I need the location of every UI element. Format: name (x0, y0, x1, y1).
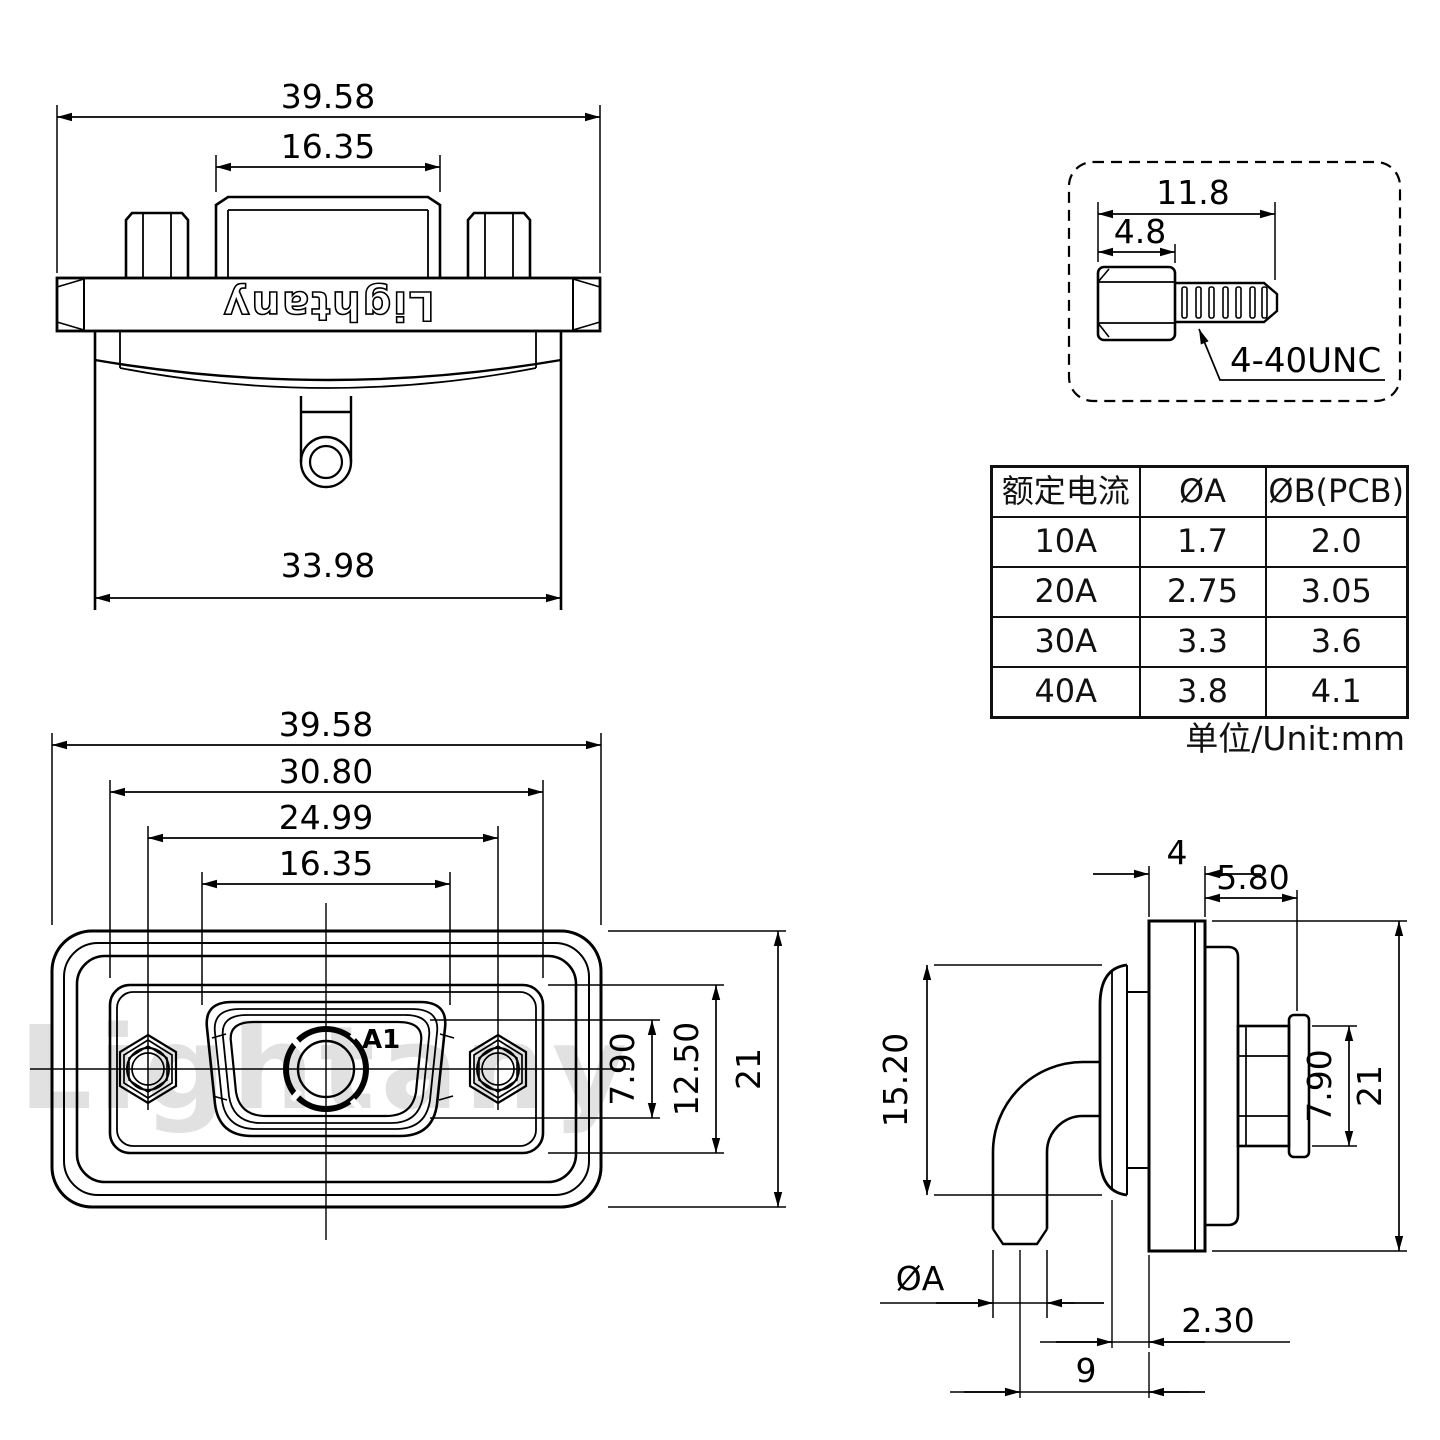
cell-dia-a-20a: 2.75 (1138, 566, 1267, 618)
front-shell-2 (63, 942, 590, 1196)
dsub-opening (205, 1000, 455, 1138)
power-contact: A1 (283, 1025, 400, 1112)
dim-side-rear-len: 5.80 (1205, 858, 1298, 1011)
dim-front-shell-h: 21 (608, 930, 786, 1208)
dim-text-side-hood: 15.20 (876, 1033, 915, 1127)
top-standoff-left (124, 211, 190, 278)
front-shell-3 (75, 954, 578, 1184)
lug-hole (308, 444, 344, 480)
front-shell-outer (50, 929, 603, 1209)
cell-current-30a: 30A (990, 616, 1141, 668)
dim-text-front-shell-h: 21 (729, 1048, 768, 1090)
table-row: 30A 3.3 3.6 (990, 616, 1409, 668)
side-bent-pin (991, 1060, 1100, 1398)
cell-current-20a: 20A (990, 566, 1141, 618)
table-header-row: 额定电流 ØA ØB(PCB) (990, 465, 1409, 518)
table-row: 40A 3.8 4.1 (990, 666, 1409, 719)
dim-screw-head: 4.8 (1098, 212, 1176, 263)
dim-front-opening-w: 16.35 (201, 844, 451, 1005)
contact-bore (296, 1039, 356, 1099)
dim-side-flange-t: 4 (1093, 833, 1261, 917)
dim-side-pin-dia: ØA (880, 1259, 1104, 1308)
dim-text-side-pin-offset: 9 (1076, 1351, 1097, 1390)
dim-text-front-opening-w: 16.35 (279, 844, 373, 883)
top-body (93, 331, 563, 610)
unit-note: 单位/Unit:mm (1185, 719, 1405, 758)
screw-shaft (1175, 281, 1279, 324)
dim-text-side-rear-len: 5.80 (1216, 858, 1289, 897)
thread-callout: 4-40UNC (1198, 328, 1385, 381)
dim-side-pin-offset: 9 (950, 1351, 1205, 1398)
top-flange: Lightany (55, 276, 602, 333)
dim-front-panel-w: 30.80 (109, 752, 544, 978)
cell-current-10a: 10A (990, 516, 1141, 568)
side-jackscrew (1236, 1013, 1311, 1159)
dim-text-front-opening-h: 7.90 (603, 1032, 642, 1105)
cell-dia-b-20a: 3.05 (1264, 566, 1409, 618)
dim-screw-total: 11.8 (1097, 173, 1276, 280)
cell-current-40a: 40A (990, 666, 1141, 719)
col-header-dia-b: ØB(PCB) (1264, 465, 1409, 518)
top-solder-lug (299, 396, 353, 489)
spec-table: 额定电流 ØA ØB(PCB) 10A 1.7 2.0 20A 2.75 3.0… (990, 465, 1409, 719)
dim-text-top-mating: 16.35 (281, 127, 375, 166)
detail-border (1067, 160, 1402, 403)
cell-dia-b-40a: 4.1 (1264, 666, 1409, 719)
front-insert-panel-inner (116, 991, 537, 1147)
dim-text-top-overall: 39.58 (281, 77, 375, 116)
contact-label: A1 (362, 1025, 400, 1055)
dim-side-screw-h: 7.90 (1300, 1025, 1357, 1147)
dim-text-side-flange-t: 4 (1167, 833, 1188, 872)
dim-text-side-gap: 2.30 (1181, 1301, 1254, 1340)
dim-front-shell-w: 39.58 (51, 705, 602, 925)
dim-front-opening-h: 7.90 (430, 1019, 660, 1119)
side-flange (1147, 919, 1207, 1253)
table-row: 20A 2.75 3.05 (990, 566, 1409, 618)
side-view: 4 5.80 15.20 (876, 833, 1407, 1398)
col-header-rated-current: 额定电流 (990, 465, 1141, 518)
dim-text-front-panel-h: 12.50 (667, 1022, 706, 1116)
top-standoff-right (466, 211, 532, 278)
dim-top-mating: 16.35 (215, 127, 441, 192)
front-insert-panel (108, 983, 545, 1155)
col-header-dia-a: ØA (1138, 465, 1267, 518)
dim-text-side-pin-dia: ØA (896, 1259, 945, 1298)
side-washer (1287, 1013, 1311, 1159)
dim-text-screw-total: 11.8 (1156, 173, 1229, 212)
hex-nut-right (468, 1033, 528, 1105)
side-hood (1098, 963, 1149, 1197)
dim-text-front-panel-w: 30.80 (279, 752, 373, 791)
brand-logo-mirrored: Lightany (222, 282, 435, 328)
thread-label: 4-40UNC (1230, 341, 1381, 381)
dim-text-top-body: 33.98 (281, 546, 375, 585)
side-insulator (1205, 945, 1240, 1227)
top-view: 39.58 16.35 (55, 77, 602, 610)
dim-text-side-screw-h: 7.90 (1300, 1049, 1339, 1122)
dim-front-panel-h: 12.50 (548, 984, 724, 1154)
contact-ring (283, 1026, 369, 1112)
cell-dia-b-10a: 2.0 (1264, 516, 1409, 568)
dim-side-gap: 2.30 (1040, 1200, 1290, 1348)
hex-nut-left (118, 1033, 178, 1105)
dim-text-side-shell-h: 21 (1350, 1065, 1389, 1107)
top-mating-shroud (214, 195, 442, 278)
dim-text-front-shell-w: 39.58 (279, 705, 373, 744)
table-row: 10A 1.7 2.0 (990, 516, 1409, 568)
dim-side-hood: 15.20 (876, 964, 1102, 1196)
dim-text-front-screw-span: 24.99 (279, 798, 373, 837)
dim-top-overall: 39.58 (56, 77, 601, 273)
jackscrew-drawing (1096, 265, 1279, 342)
front-view: Lightany 39.58 30.80 24.99 16.35 (19, 705, 786, 1240)
dim-side-shell-h: 21 (1212, 920, 1407, 1252)
cell-dia-a-10a: 1.7 (1138, 516, 1267, 568)
dim-top-body: 33.98 (95, 546, 561, 603)
dim-front-screw-span: 24.99 (147, 798, 499, 1110)
screw-detail: 11.8 4.8 4 (1067, 160, 1402, 403)
lug-outer-circle (299, 435, 353, 489)
cell-dia-b-30a: 3.6 (1264, 616, 1409, 668)
cell-dia-a-30a: 3.3 (1138, 616, 1267, 668)
dim-text-screw-head: 4.8 (1114, 212, 1166, 251)
cell-dia-a-40a: 3.8 (1138, 666, 1267, 719)
